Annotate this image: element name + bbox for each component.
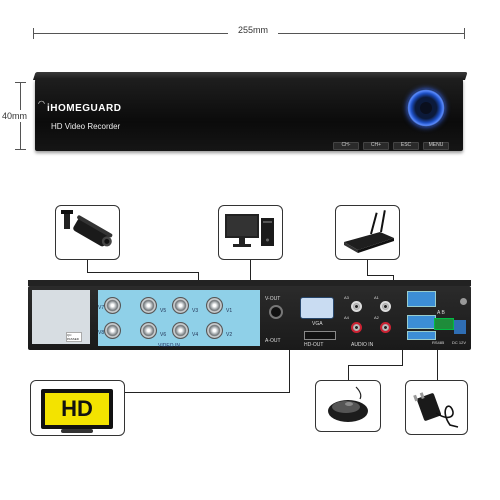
rca-port-a3[interactable] [351, 301, 362, 312]
rs485-label: RS485 [432, 340, 445, 345]
qc-sticker: QC PASSED [66, 332, 82, 342]
usb-port[interactable] [407, 315, 436, 329]
mouse-connector-line [348, 365, 349, 380]
esc-button[interactable] [393, 142, 419, 150]
hd-tv-device-box: HD [30, 380, 125, 436]
rs485-ab-label: A B [437, 310, 445, 316]
audio-label-a2: A2 [374, 315, 379, 320]
hd-screen: HD [45, 393, 109, 425]
bnc-port-v6[interactable] [140, 322, 157, 339]
bnc-label-v1: V1 [226, 308, 233, 314]
dc-label: DC 12V [452, 340, 467, 345]
hd-connector-line [125, 392, 290, 393]
esc-label: ESC [400, 142, 412, 148]
width-dimension-label: 255mm [228, 25, 278, 35]
video-in-label: VIDEO IN [158, 343, 180, 349]
bnc-label-v6: V6 [160, 332, 167, 338]
rca-port-a4[interactable] [351, 322, 362, 333]
rear-top-edge [28, 280, 471, 286]
mouse-connector-line [348, 365, 403, 366]
power-adapter-icon [413, 392, 459, 428]
ch-minus-button[interactable] [333, 142, 359, 150]
dvr-front-panel: ◠ iHOMEGUARD HD Video Recorder CH- CH+ E… [35, 79, 463, 151]
bnc-label-v8: V8 [98, 330, 105, 336]
vga-port[interactable] [300, 297, 334, 319]
wifi-logo-icon: ◠ [38, 99, 45, 108]
cctv-camera-icon [61, 210, 113, 247]
wifi-router-icon [344, 210, 394, 253]
hd-logo-text: HD [61, 396, 93, 421]
audio-input-panel: A3 A1 A4 A2 [344, 295, 398, 339]
camera-device-box [55, 205, 120, 260]
bnc-label-v2: V2 [226, 332, 233, 338]
dc-power-port[interactable] [454, 320, 466, 334]
hdmi-port[interactable] [304, 331, 336, 340]
height-dimension-label: 40mm [2, 110, 28, 122]
monitor-stand [61, 429, 93, 433]
rca-port-a2[interactable] [380, 322, 391, 333]
pc-connector-line [250, 260, 251, 292]
dvr-front-view: ◠ iHOMEGUARD HD Video Recorder CH- CH+ E… [33, 72, 468, 152]
a-out-label: A-OUT [265, 338, 281, 344]
menu-button[interactable] [423, 142, 449, 150]
router-connector-line [367, 260, 368, 275]
vga-label: VGA [312, 321, 323, 327]
video-input-panel: V7 V8 V5 V3 V1 V6 V4 V2 [98, 290, 260, 346]
bnc-port-v7[interactable] [104, 297, 121, 314]
hd-connector-line [289, 340, 290, 392]
ch-plus-button[interactable] [363, 142, 389, 150]
lan-port[interactable] [407, 291, 436, 307]
ground-screw-icon [460, 298, 467, 305]
audio-label-a1: A1 [374, 295, 379, 300]
usb-port-2[interactable] [407, 331, 436, 340]
bnc-port-v2[interactable] [206, 322, 223, 339]
router-connector-line [367, 275, 393, 276]
bnc-port-v3[interactable] [172, 297, 189, 314]
brand-logo: iHOMEGUARD [47, 103, 122, 114]
computer-device-box [218, 205, 283, 260]
audio-out-port[interactable] [269, 305, 283, 319]
power-adapter-device-box [405, 380, 468, 435]
power-button-icon[interactable] [407, 89, 445, 127]
menu-label: MENU [428, 142, 444, 148]
rs485-terminal[interactable] [434, 318, 454, 330]
bnc-label-v5: V5 [160, 308, 167, 314]
bnc-port-v4[interactable] [172, 322, 189, 339]
power-connector-line [437, 345, 438, 380]
bnc-port-v5[interactable] [140, 297, 157, 314]
bnc-port-v1[interactable] [206, 297, 223, 314]
rear-label-area: QC PASSED [32, 290, 90, 344]
bnc-port-v8[interactable] [104, 322, 121, 339]
computer-mouse-icon [328, 386, 368, 422]
bnc-label-v7: V7 [98, 305, 105, 311]
audio-label-a4: A4 [344, 315, 349, 320]
audio-label-a3: A3 [344, 295, 349, 300]
mouse-connector-line [402, 340, 403, 366]
hd-out-label: HD-OUT [304, 342, 324, 348]
product-subtitle: HD Video Recorder [51, 122, 121, 131]
v-out-label: V-OUT [265, 296, 281, 302]
desktop-computer-icon [225, 214, 274, 247]
hd-monitor-icon: HD [41, 389, 113, 429]
router-device-box [335, 205, 400, 260]
audio-in-label: AUDIO IN [351, 342, 374, 348]
rca-port-a1[interactable] [380, 301, 391, 312]
camera-connector-line [87, 260, 88, 272]
bnc-label-v4: V4 [192, 332, 199, 338]
ch-plus-label: CH+ [370, 142, 382, 148]
camera-connector-line [87, 272, 199, 273]
dvr-rear-panel: QC PASSED V7 V8 V5 V3 V1 V6 V4 V2 VIDEO … [28, 280, 471, 352]
bnc-label-v3: V3 [192, 308, 199, 314]
mouse-device-box [315, 380, 381, 432]
ch-minus-label: CH- [341, 142, 351, 148]
